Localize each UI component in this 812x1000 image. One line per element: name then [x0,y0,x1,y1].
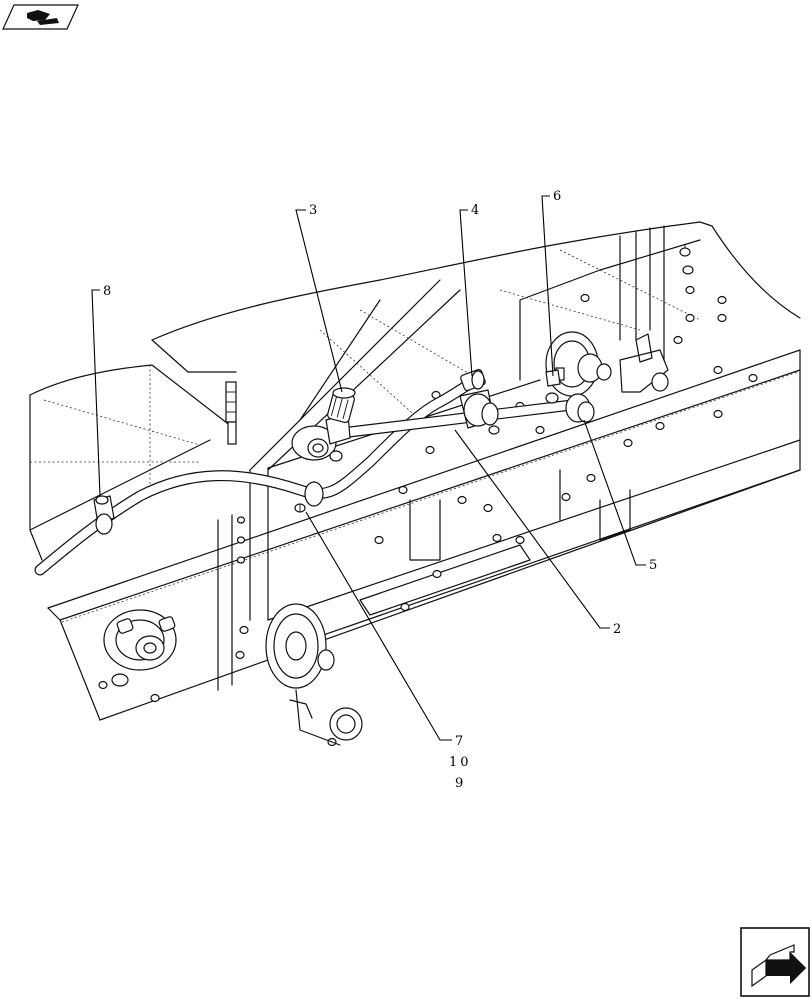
book-hand-icon[interactable] [2,4,79,30]
bolt [236,516,246,524]
callout-3: 3 [309,203,317,218]
bolt [236,536,246,544]
callout-9: 9 [455,776,463,791]
bolt [374,535,384,545]
bolt [98,680,108,690]
upper-right-pulley [545,331,669,397]
bolt [239,625,249,635]
lower-left-hub [103,609,177,687]
callout-10: 10 [449,755,472,770]
lower-pulley [265,603,363,746]
bolt [717,295,727,305]
bolt [535,425,545,435]
bolt [457,495,467,505]
leader-lines [91,195,646,741]
bolt [673,335,683,345]
bolt [580,293,590,303]
bolt [685,313,695,323]
bolt [432,569,442,579]
bolt [713,409,723,419]
tee-fitting-4 [459,368,500,435]
threaded-stud [225,381,237,445]
bolt [150,693,160,703]
hose-clamp-7 [294,481,324,513]
bolt [235,650,245,660]
bolt [400,602,410,612]
bolt [236,556,246,564]
bolt [586,473,596,483]
callout-labels: 3 4 6 8 2 5 7 10 9 [103,189,657,791]
callout-2: 2 [613,622,621,637]
bolt [425,445,435,455]
callout-6: 6 [553,189,561,204]
bolt [679,244,691,257]
bolt [483,503,493,513]
bolt [515,535,525,545]
bolt [492,533,502,543]
bolt [561,492,571,502]
bolt [748,373,758,383]
bolt [623,438,633,448]
elbow-fitting-5 [545,369,595,423]
bolt [398,485,408,495]
bolt [682,265,694,275]
hose-clamp-8 [93,495,115,535]
elbow-fitting-3 [291,387,356,462]
navigation-arrow-icon[interactable] [740,927,810,997]
bolt [655,421,665,431]
callout-4: 4 [471,203,479,218]
callout-7: 7 [455,734,463,749]
callout-5: 5 [649,558,657,573]
bolt [685,285,695,295]
bolt-heads [98,244,758,747]
callout-8: 8 [103,284,111,299]
bolt [713,365,723,375]
bolt [717,313,727,323]
